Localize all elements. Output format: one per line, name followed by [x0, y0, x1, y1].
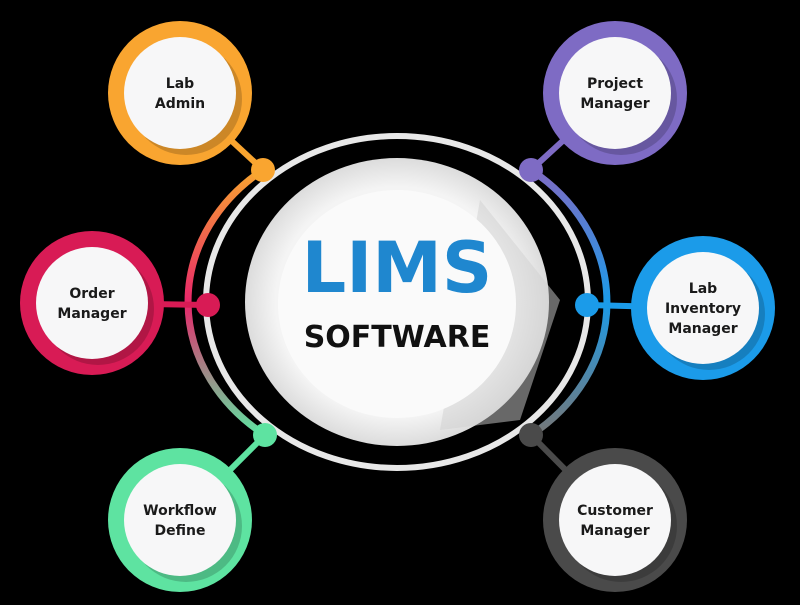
center-title: LIMS [302, 227, 493, 309]
module-label-line: Manager [668, 321, 737, 337]
connector-dot [519, 423, 543, 447]
connector-dot [196, 293, 220, 317]
module-label-line: Manager [580, 523, 649, 539]
connector-dot [251, 158, 275, 182]
module-label-line: Manager [580, 96, 649, 112]
module-disk [124, 464, 236, 576]
module-label-line: Inventory [665, 301, 741, 317]
module-disk [36, 247, 148, 359]
right-arc [529, 167, 611, 438]
module-label-line: Lab [689, 281, 717, 297]
center-subtitle: SOFTWARE [304, 320, 491, 355]
module-label-line: Project [587, 76, 643, 92]
connector-dot [253, 423, 277, 447]
module-disk [559, 464, 671, 576]
center-hub-inner [278, 190, 516, 418]
module-label-line: Lab [166, 76, 194, 92]
module-label-line: Admin [155, 96, 205, 112]
connector-dot [575, 293, 599, 317]
connector-dot [519, 158, 543, 182]
module-label-line: Define [155, 523, 206, 539]
module-label-line: Customer [577, 503, 653, 519]
module-label-line: Workflow [143, 503, 217, 519]
module-label-line: Manager [57, 306, 126, 322]
module-label-line: Order [69, 286, 114, 302]
module-disk [647, 252, 759, 364]
module-disk [124, 37, 236, 149]
module-disk [559, 37, 671, 149]
